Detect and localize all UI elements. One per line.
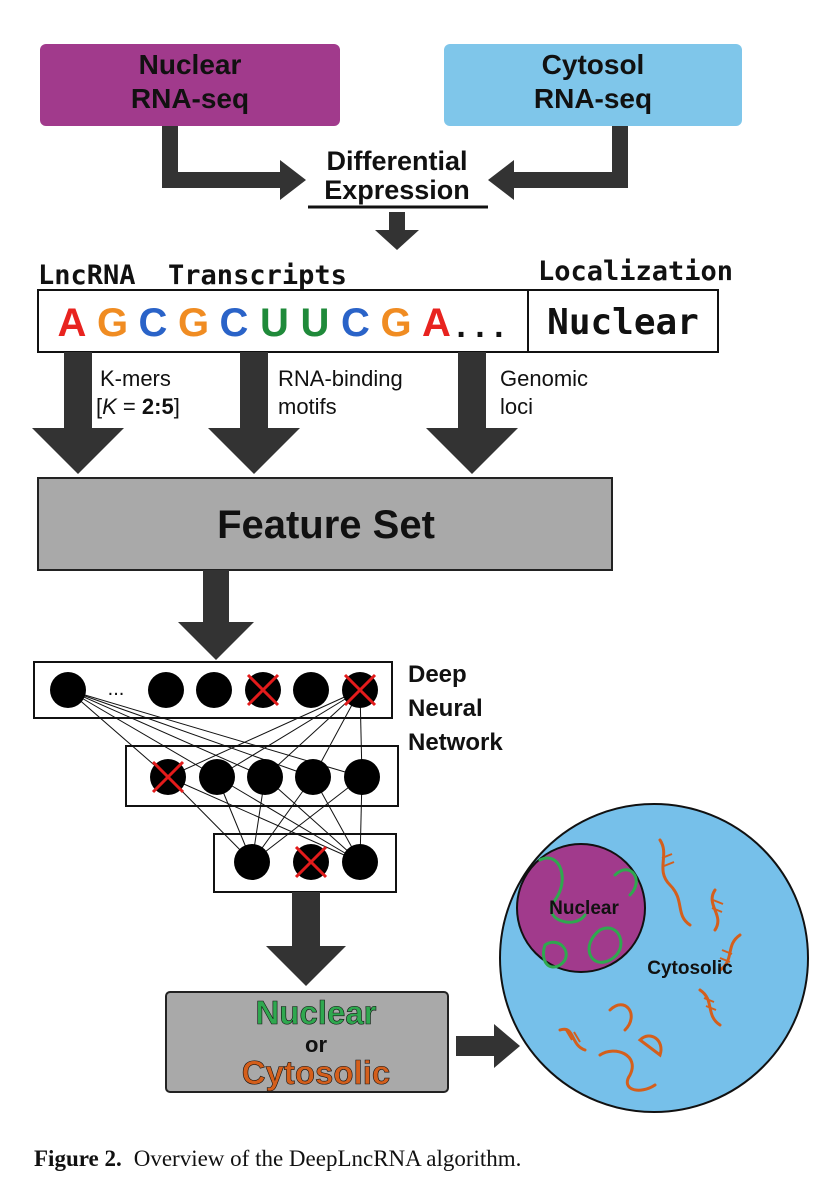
expression-label: Expression <box>324 175 470 205</box>
differential-label: Differential <box>326 146 467 176</box>
features-to-dnn-arrow <box>178 570 254 660</box>
dnn-output-nodes <box>234 844 378 880</box>
nucleotide-c: C <box>139 301 168 345</box>
cell-nuclear-label: Nuclear <box>549 898 619 919</box>
dnn-label-line1: Deep <box>408 661 467 688</box>
feature-set-box <box>37 477 613 571</box>
motifs-line2: motifs <box>278 394 337 419</box>
cytosol-rnaseq-line1: Cytosol <box>542 49 645 80</box>
nucleotide-g: G <box>178 301 209 345</box>
localization-value: Nuclear <box>547 302 699 343</box>
cell-cytosolic-label: Cytosolic <box>647 958 733 979</box>
kmers-arrow <box>32 352 124 474</box>
motifs-arrow <box>208 352 300 474</box>
dnn-to-output-arrow <box>266 892 346 986</box>
output-nuclear: Nuclear <box>255 994 376 1031</box>
localization-box <box>527 289 719 353</box>
nucleotide-u: U <box>260 301 289 345</box>
output-to-cell-arrow <box>456 1024 520 1068</box>
nucleotide-u: U <box>301 301 330 345</box>
motifs-line1: RNA-binding <box>278 366 403 391</box>
figure-caption-text: Overview of the DeepLncRNA algorithm. <box>134 1146 522 1171</box>
output-cytosolic: Cytosolic <box>242 1054 391 1091</box>
transcripts-label: LncRNA Transcripts <box>38 260 347 291</box>
kmers-line1: K-mers <box>100 366 171 391</box>
nucleotide-a: A <box>58 301 87 345</box>
figure-caption-label: Figure 2. <box>34 1146 122 1171</box>
genomic-arrow <box>426 352 518 474</box>
dropout-marks <box>151 673 377 879</box>
output-or: or <box>305 1032 327 1057</box>
figure-caption: Figure 2. Overview of the DeepLncRNA algo… <box>34 1146 521 1171</box>
rna-helix-marks <box>565 853 733 1043</box>
dnn-label-line2: Neural <box>408 695 483 722</box>
nucleotide-g: G <box>380 301 411 345</box>
cytosol-rnaseq-box <box>444 44 742 126</box>
genomic-line1: Genomic <box>500 366 588 391</box>
nuclear-to-de-arrow <box>162 126 306 200</box>
nucleotide-c: C <box>220 301 249 345</box>
cell-nucleus <box>516 843 646 973</box>
kmers-line2: [K = 2:5] <box>96 394 180 419</box>
nuclear-rnaseq-line2: RNA-seq <box>131 83 249 114</box>
nuclear-rnaseq-box <box>40 44 340 126</box>
dnn-label-line3: Network <box>408 729 503 756</box>
nucleotide-c: C <box>341 301 370 345</box>
localization-label: Localization <box>538 256 733 287</box>
nucleotide-a: A <box>422 301 451 345</box>
nuclear-rnaseq-line1: Nuclear <box>139 49 242 80</box>
output-box <box>165 991 449 1093</box>
nuclear-rna-strands <box>538 856 638 969</box>
cytosol-rnaseq-line2: RNA-seq <box>534 83 652 114</box>
nucleotide-g: G <box>97 301 128 345</box>
sequence-box <box>37 289 529 353</box>
dnn-input-ellipsis: ... <box>108 678 125 700</box>
genomic-line2: loci <box>500 394 533 419</box>
feature-set-label: Feature Set <box>217 503 435 547</box>
sequence-ellipsis: . . . <box>456 307 503 345</box>
cytosol-to-de-arrow <box>488 126 628 200</box>
de-to-transcripts-arrow <box>375 212 419 250</box>
